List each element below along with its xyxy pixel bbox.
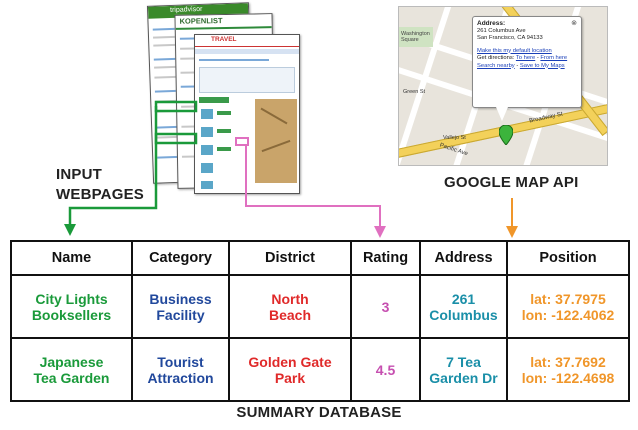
address-title: Address: (477, 20, 506, 27)
map-pin-icon (499, 125, 513, 145)
summary-table: Name Category District Rating Address Po… (10, 240, 630, 402)
input-label-line1: INPUT (56, 166, 102, 183)
column-header: Address (419, 240, 508, 276)
pink-arrow (245, 145, 381, 228)
summary-label: SUMMARY DATABASE (236, 404, 402, 421)
to-here-link[interactable]: To here (515, 55, 536, 61)
column-header: District (228, 240, 352, 276)
api-label: GOOGLE MAP API (444, 174, 579, 191)
name-highlight-box (154, 100, 198, 113)
column-header: Category (131, 240, 230, 276)
map-info-bubble: ⊗ Address: 261 Columbus Ave San Francisc… (472, 16, 582, 108)
column-header: Rating (350, 240, 421, 276)
search-nearby-link[interactable]: Search nearby (477, 62, 515, 69)
rating-cell: 3 (350, 274, 421, 339)
name-highlight-box (154, 132, 198, 145)
webpage-travel: TRAVEL (194, 34, 300, 194)
green-arrow (68, 106, 158, 226)
close-icon[interactable]: ⊗ (571, 20, 577, 27)
address-line2: San Francisco, CA 94133 (477, 35, 543, 41)
street-label: Green St (403, 89, 426, 95)
page-header-text: TRAVEL (211, 36, 237, 43)
input-label-line2: WEBPAGES (56, 186, 144, 203)
save-maps-link[interactable]: Save to My Maps (519, 62, 565, 69)
column-header: Name (10, 240, 133, 276)
street-label: Vallejo St (443, 135, 466, 141)
rating-cell: 4.5 (350, 337, 421, 402)
address-line1: 261 Columbus Ave (477, 27, 526, 34)
street-label: Washington Square (401, 31, 430, 43)
rating-highlight-box (235, 137, 249, 146)
column-header: Position (506, 240, 630, 276)
table-header-row: Name Category District Rating Address Po… (10, 240, 630, 276)
directions-label: Get directions: (477, 55, 515, 61)
default-location-link[interactable]: Make this my default location (477, 47, 552, 54)
bubble-tail (496, 107, 508, 121)
from-here-link[interactable]: From here (540, 55, 568, 61)
